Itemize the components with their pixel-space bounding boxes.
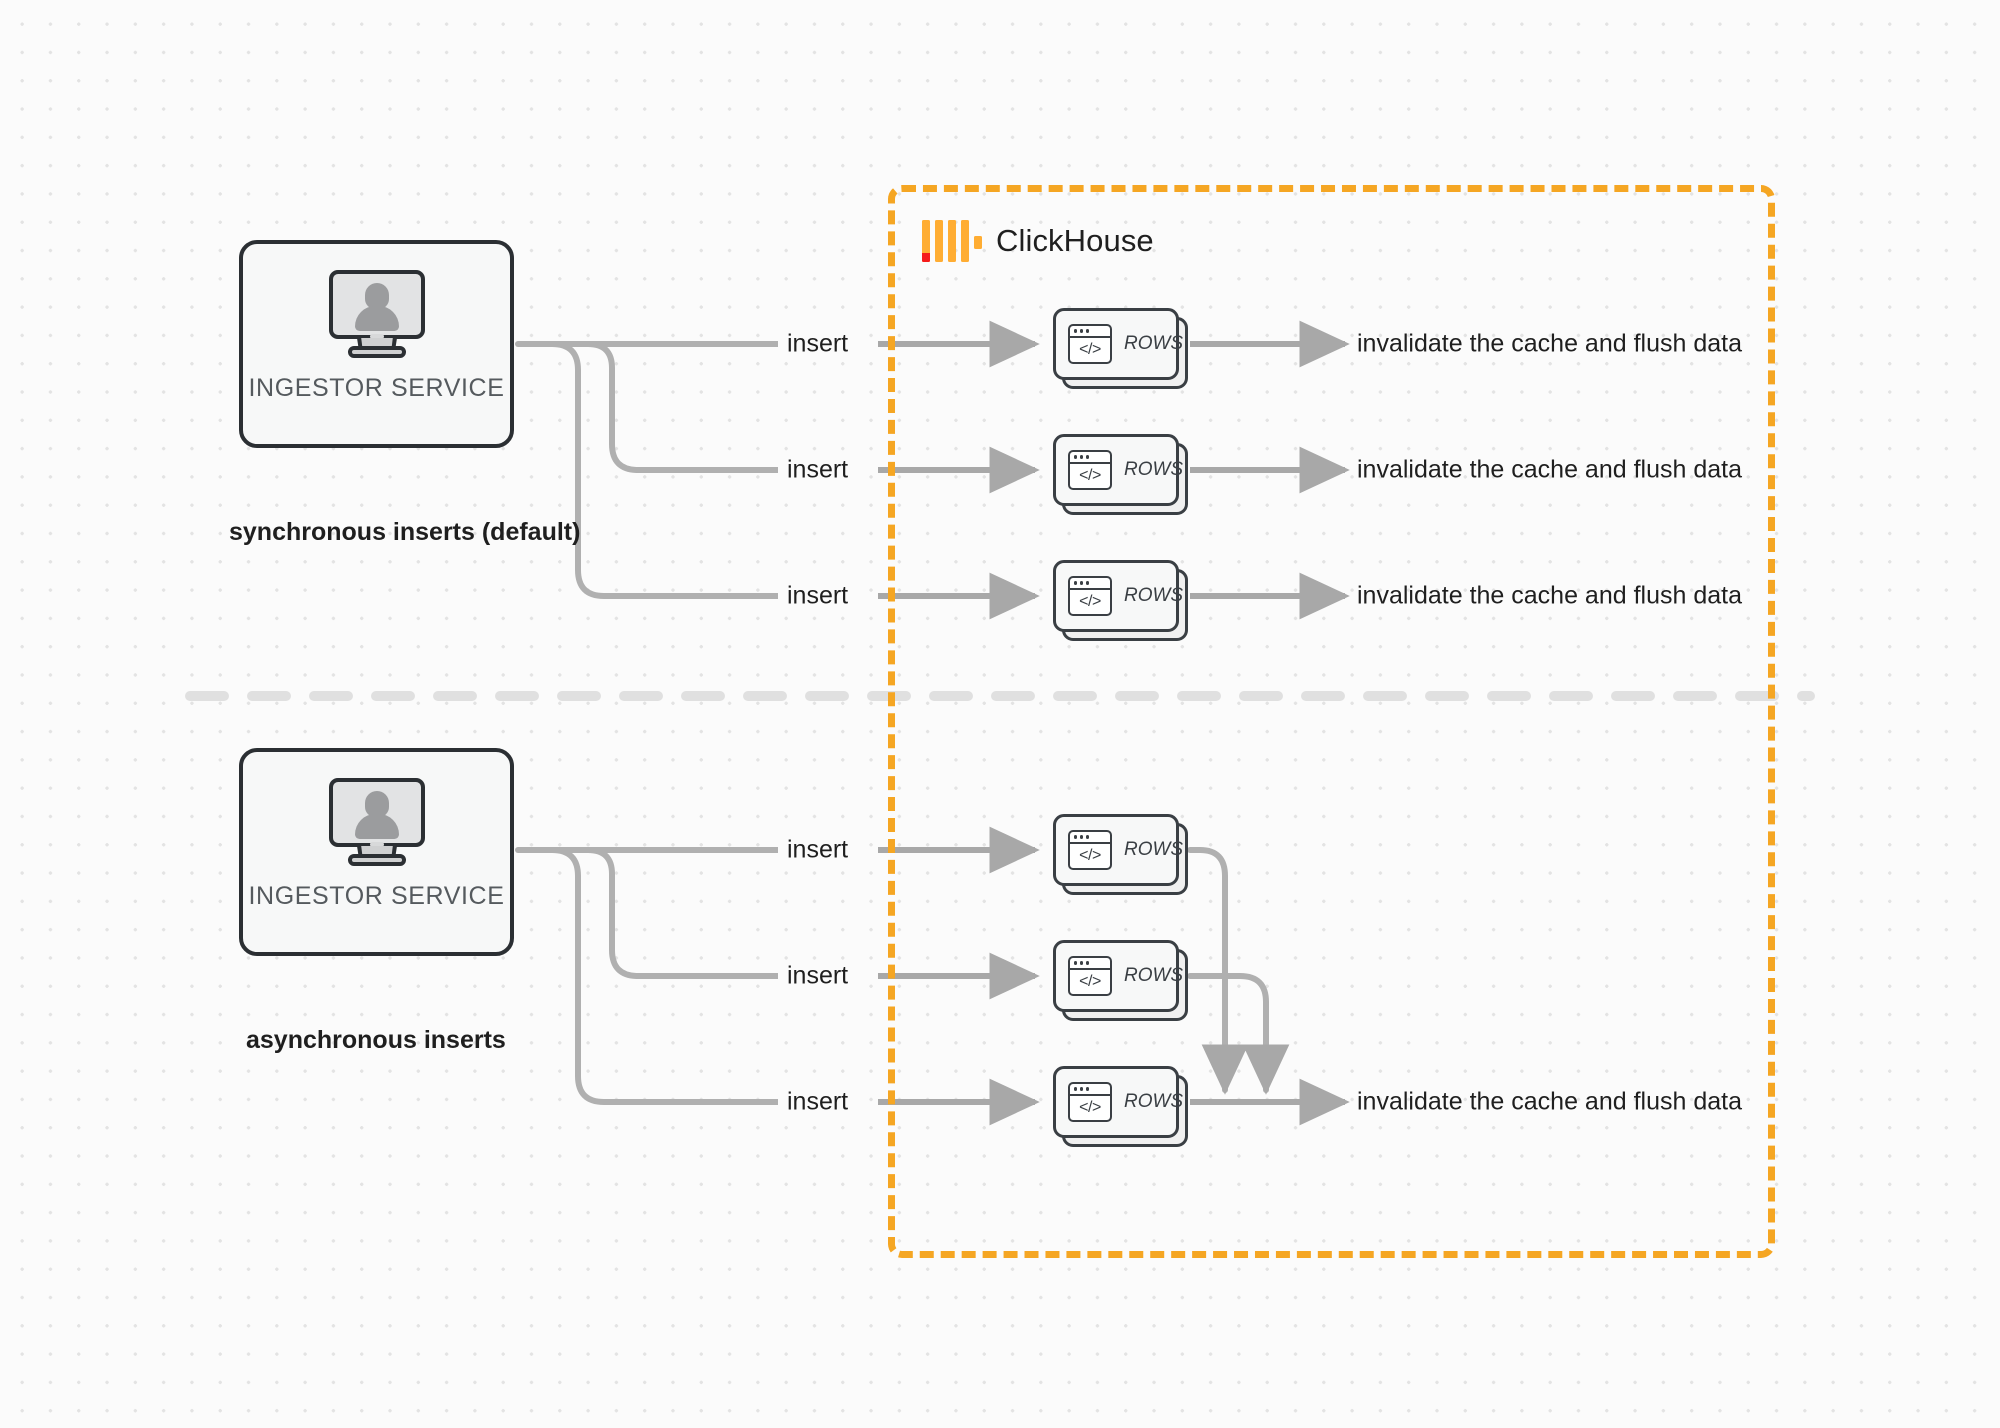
- clickhouse-brand: ClickHouse: [922, 218, 1154, 264]
- outcome-label-async-merged: invalidate the cache and flush data: [1357, 1087, 1742, 1116]
- edge-label-insert-async-3: insert: [778, 1087, 858, 1117]
- async-fanout: [515, 847, 786, 1105]
- rows-card-label: ROWS: [1124, 459, 1184, 480]
- rows-card-label: ROWS: [1124, 1091, 1184, 1112]
- rows-card-sync-3[interactable]: </> ROWS: [1053, 560, 1188, 641]
- edge-label-insert-async-2: insert: [778, 961, 858, 991]
- code-window-icon: </>: [1068, 830, 1112, 870]
- clickhouse-logo-icon: [922, 220, 982, 262]
- section-caption-asynchronous: asynchronous inserts: [246, 1026, 506, 1054]
- rows-card-label: ROWS: [1124, 965, 1184, 986]
- rows-card-sync-2[interactable]: </> ROWS: [1053, 434, 1188, 515]
- rows-card-async-1[interactable]: </> ROWS: [1053, 814, 1188, 895]
- outcome-label-sync-3: invalidate the cache and flush data: [1357, 581, 1742, 610]
- clickhouse-label: ClickHouse: [996, 223, 1154, 258]
- ingestor-service-sync-label: INGESTOR SERVICE: [248, 374, 505, 402]
- ingestor-service-async-label: INGESTOR SERVICE: [248, 882, 505, 910]
- code-window-icon: </>: [1068, 450, 1112, 490]
- outcome-label-sync-1: invalidate the cache and flush data: [1357, 329, 1742, 358]
- rows-card-async-2[interactable]: </> ROWS: [1053, 940, 1188, 1021]
- code-window-icon: </>: [1068, 1082, 1112, 1122]
- code-window-icon: </>: [1068, 576, 1112, 616]
- edge-label-insert-sync-2: insert: [778, 455, 858, 485]
- ingestor-service-async[interactable]: INGESTOR SERVICE: [239, 748, 514, 956]
- rows-card-label: ROWS: [1124, 839, 1184, 860]
- rows-card-async-3[interactable]: </> ROWS: [1053, 1066, 1188, 1147]
- rows-card-label: ROWS: [1124, 585, 1184, 606]
- clickhouse-boundary: [888, 185, 1775, 1258]
- edge-label-insert-sync-1: insert: [778, 329, 858, 359]
- section-caption-synchronous: synchronous inserts (default): [229, 518, 581, 546]
- monitor-user-icon: [328, 270, 425, 358]
- code-window-icon: </>: [1068, 324, 1112, 364]
- ingestor-service-sync[interactable]: INGESTOR SERVICE: [239, 240, 514, 448]
- code-window-icon: </>: [1068, 956, 1112, 996]
- sync-fanout: [515, 341, 786, 599]
- monitor-user-icon: [328, 778, 425, 866]
- edge-label-insert-async-1: insert: [778, 835, 858, 865]
- rows-card-label: ROWS: [1124, 333, 1184, 354]
- rows-card-sync-1[interactable]: </> ROWS: [1053, 308, 1188, 389]
- edge-label-insert-sync-3: insert: [778, 581, 858, 611]
- outcome-label-sync-2: invalidate the cache and flush data: [1357, 455, 1742, 484]
